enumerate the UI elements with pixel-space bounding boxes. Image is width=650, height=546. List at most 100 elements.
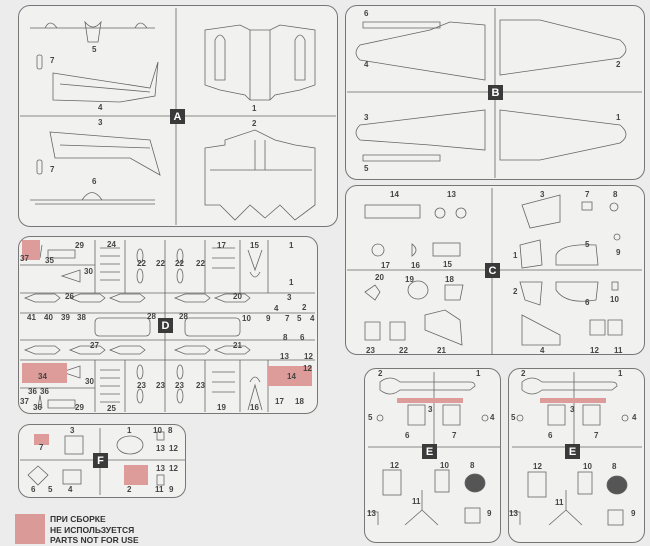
label-d31-top: 35 [45, 256, 54, 265]
label-d22-1: 22 [137, 259, 146, 268]
label-a3: 3 [98, 118, 103, 127]
label-c16: 16 [411, 261, 420, 270]
label-e2-5: 5 [511, 413, 516, 422]
label-c5: 5 [585, 240, 590, 249]
label-d7: 6 [300, 333, 305, 342]
label-d12-b: 12 [303, 364, 312, 373]
legend-line-ru-2: НЕ ИСПОЛЬЗУЕТСЯ [50, 524, 135, 535]
label-e1-13: 13 [367, 509, 376, 518]
sprue-c-badge: C [485, 263, 500, 278]
label-e2-2: 2 [521, 369, 526, 378]
label-d17-top: 15 [250, 241, 259, 250]
label-c11: 11 [614, 346, 623, 355]
sprue-f-badge: F [93, 453, 108, 468]
label-d14: 14 [287, 372, 296, 381]
not-for-use-e1-3 [397, 398, 463, 403]
label-c8: 8 [613, 190, 618, 199]
label-f11: 11 [155, 485, 164, 494]
label-f12-top: 12 [169, 444, 178, 453]
label-c21: 21 [437, 346, 446, 355]
label-e2-12: 12 [533, 462, 542, 471]
label-e1-8: 8 [470, 461, 475, 470]
label-f1: 1 [127, 426, 132, 435]
label-c10: 10 [610, 295, 619, 304]
label-c18: 18 [445, 275, 454, 284]
label-d31-bottom: 36 [40, 387, 49, 396]
label-f3: 3 [70, 426, 75, 435]
label-d16: 17 [275, 397, 284, 406]
label-b1: 1 [616, 113, 621, 122]
label-e1-4: 4 [490, 413, 495, 422]
label-d2: 2 [302, 303, 307, 312]
label-c4: 4 [540, 346, 545, 355]
label-c22: 22 [399, 346, 408, 355]
label-f13-top: 13 [156, 444, 165, 453]
label-e2-13: 13 [509, 509, 518, 518]
label-b2: 2 [616, 60, 621, 69]
label-f9: 9 [169, 485, 174, 494]
label-e1-10: 10 [440, 461, 449, 470]
label-d24: 24 [107, 240, 116, 249]
label-e1-3: 3 [428, 405, 433, 414]
label-d18: 17 [217, 241, 226, 250]
label-f8: 8 [168, 426, 173, 435]
label-a4: 4 [98, 103, 103, 112]
label-d19: 19 [217, 403, 226, 412]
label-d15: 18 [295, 397, 304, 406]
label-d5: 4 [310, 314, 315, 323]
label-d32: 37 [20, 254, 29, 263]
label-d35: 36 [28, 387, 37, 396]
label-d22-3: 22 [175, 259, 184, 268]
label-d12-a: 12 [304, 352, 313, 361]
label-e2-10: 10 [583, 462, 592, 471]
label-a5: 5 [92, 45, 97, 54]
label-e1-6: 6 [405, 431, 410, 440]
label-e2-6: 6 [548, 431, 553, 440]
label-d4: 4 [274, 304, 279, 313]
label-f13-bottom: 13 [156, 464, 165, 473]
not-for-use-e2-3 [540, 398, 606, 403]
label-e1-7: 7 [452, 431, 457, 440]
label-d37: 37 [20, 397, 29, 406]
label-a1: 1 [252, 104, 257, 113]
label-d10: 9 [266, 314, 271, 323]
sprue-d-badge: D [158, 318, 173, 333]
label-e1-11: 11 [412, 497, 421, 506]
label-f5: 5 [48, 485, 53, 494]
label-d8: 7 [285, 314, 290, 323]
label-a7-top: 7 [50, 56, 55, 65]
label-e2-3: 3 [570, 405, 575, 414]
label-f2: 2 [127, 485, 132, 494]
sprue-e1-badge: E [422, 444, 437, 459]
label-b3: 3 [364, 113, 369, 122]
label-c6: 6 [585, 298, 590, 307]
label-d13: 13 [280, 352, 289, 361]
label-c13: 13 [447, 190, 456, 199]
label-d21: 21 [233, 341, 242, 350]
label-d40: 40 [44, 313, 53, 322]
label-d29-top: 29 [75, 241, 84, 250]
legend-text: ПРИ СБОРКЕ НЕ ИСПОЛЬЗУЕТСЯ PARTS NOT FOR… [50, 514, 139, 546]
label-d23-3: 23 [175, 381, 184, 390]
label-d17-bottom: 16 [250, 403, 259, 412]
label-c19: 19 [405, 275, 414, 284]
label-b4: 4 [364, 60, 369, 69]
not-for-use-f7 [34, 434, 49, 445]
label-d22-2: 22 [156, 259, 165, 268]
label-e2-1: 1 [618, 369, 623, 378]
label-c17: 17 [381, 261, 390, 270]
label-d41: 41 [27, 313, 36, 322]
label-d38: 38 [77, 313, 86, 322]
label-c9: 9 [616, 248, 621, 257]
label-b6: 6 [364, 9, 369, 18]
label-e2-9: 9 [631, 509, 636, 518]
label-d30-top: 30 [84, 267, 93, 276]
label-e2-4: 4 [632, 413, 637, 422]
label-c3: 3 [540, 190, 545, 199]
sprue-e2-badge: E [565, 444, 580, 459]
label-f7: 7 [39, 443, 44, 452]
label-d1-bottom: 1 [289, 278, 294, 287]
label-c7: 7 [585, 190, 590, 199]
label-d28-right: 28 [179, 312, 188, 321]
not-for-use-swatch [15, 514, 45, 544]
